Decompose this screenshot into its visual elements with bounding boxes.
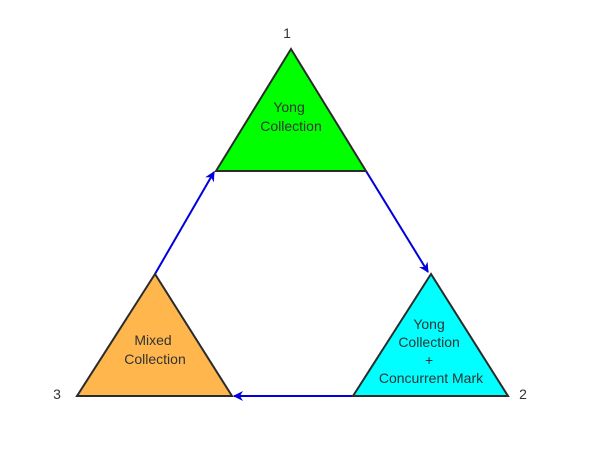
triangle-right-label: Yong Collection + Concurrent Mark <box>379 316 484 386</box>
arrow-left-to-top <box>154 171 215 275</box>
triangle-left-shape <box>75 272 234 397</box>
triangle-right-line-3: + <box>425 352 433 368</box>
triangle-right-shape <box>351 272 510 397</box>
corner-number-3: 3 <box>53 386 61 402</box>
triangle-right-line-1: Yong <box>413 316 444 332</box>
corner-number-2: 2 <box>519 386 527 402</box>
triangle-top-shape <box>214 47 368 172</box>
triangle-yong-collection: Yong Collection <box>214 47 368 172</box>
triangle-yong-collection-concurrent-mark: Yong Collection + Concurrent Mark <box>351 272 510 397</box>
triangle-left-line-1: Mixed <box>134 332 171 348</box>
triangle-right-line-4: Concurrent Mark <box>379 370 484 386</box>
triangle-top-line-1: Yong <box>273 99 304 115</box>
triangle-top-label: Yong Collection <box>260 99 321 134</box>
arrow-top-to-right <box>365 170 429 273</box>
triangle-left-label: Mixed Collection <box>124 332 185 367</box>
triangle-top-line-2: Collection <box>260 118 321 134</box>
corner-number-1: 1 <box>283 25 291 41</box>
triangle-mixed-collection: Mixed Collection <box>75 272 234 397</box>
triangle-left-line-2: Collection <box>124 351 185 367</box>
triangle-right-line-2: Collection <box>398 334 459 350</box>
